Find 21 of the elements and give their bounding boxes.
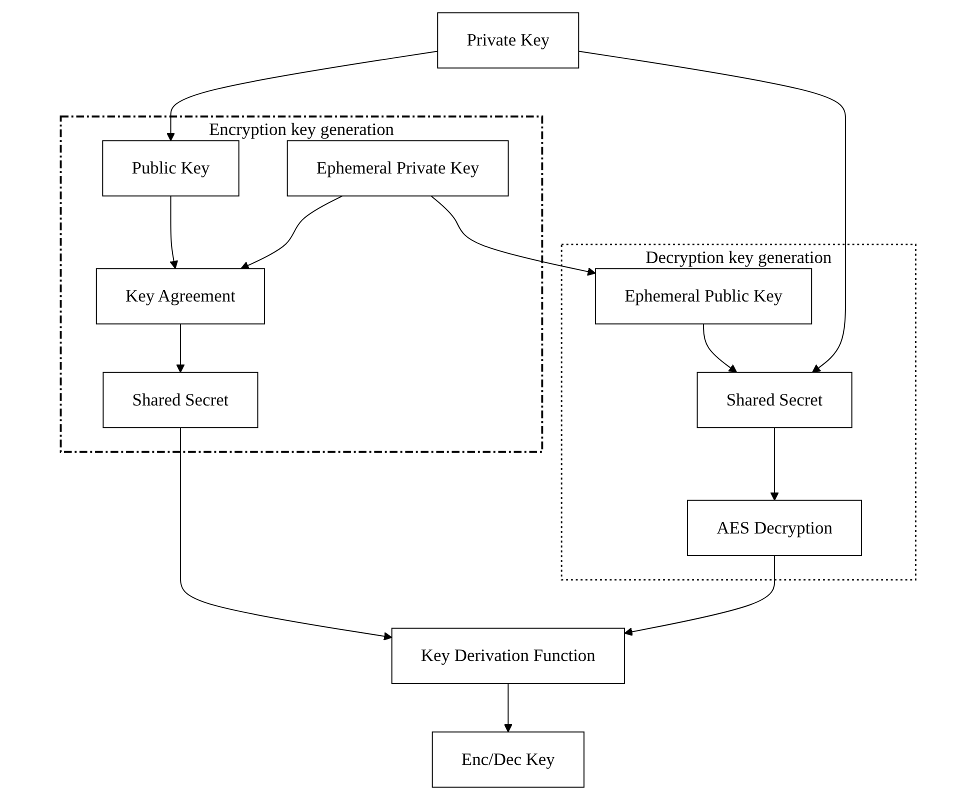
arrow [430, 195, 596, 276]
node-box: Enc/Dec Key [432, 732, 584, 788]
arrow [240, 195, 343, 270]
node-box: Shared Secret [102, 372, 258, 428]
arrow [504, 683, 512, 732]
arrow [180, 427, 392, 640]
node-box: Private Key [436, 12, 579, 68]
node-box: AES Decryption [686, 500, 862, 556]
node-box: Ephemeral Public Key [594, 268, 812, 324]
node-box: Key Derivation Function [391, 628, 625, 684]
node-box: Public Key [102, 140, 240, 196]
arrow [176, 323, 184, 373]
node-box: Key Agreement [96, 268, 265, 324]
arrow [624, 555, 775, 636]
arrow [169, 195, 178, 270]
arrow [770, 427, 779, 501]
node-box: Shared Secret [696, 372, 852, 428]
arrow [702, 323, 737, 373]
node-box: Ephemeral Private Key [286, 140, 509, 196]
arrow [578, 50, 846, 373]
arrow [166, 50, 438, 142]
